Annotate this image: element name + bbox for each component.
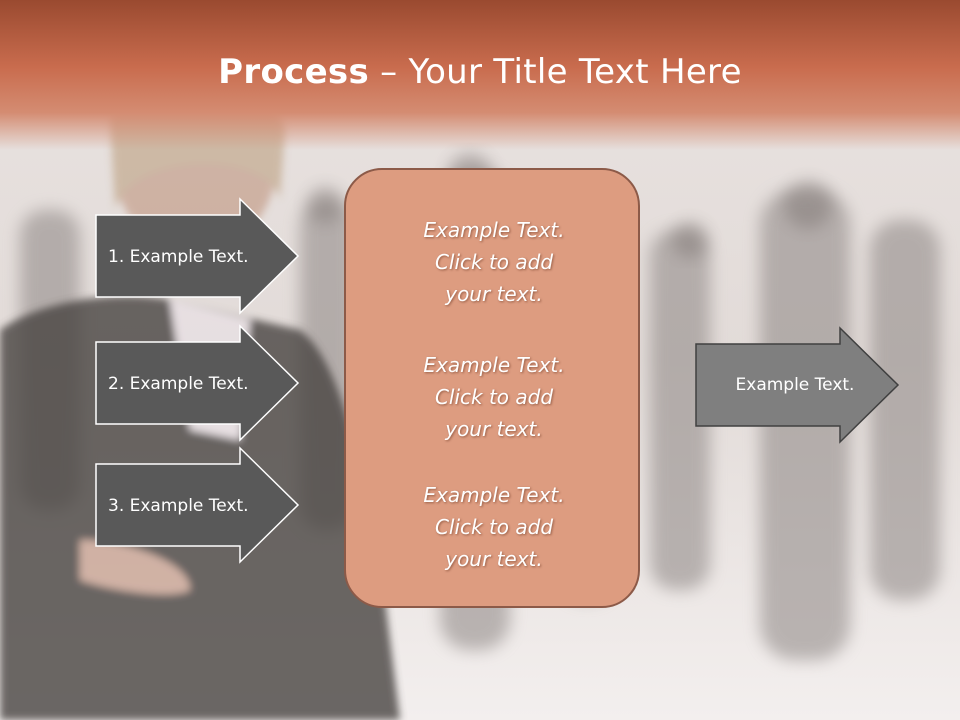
step-label-2: 2. Example Text. [108, 374, 249, 394]
center-paragraph-2: Example Text. Click to add your text. [346, 349, 642, 445]
slide-title[interactable]: Process – Your Title Text Here [0, 52, 960, 92]
step-arrow-1[interactable]: 1. Example Text. [95, 197, 300, 315]
paragraph-line: Example Text. [423, 483, 565, 507]
paragraph-line: your text. [445, 547, 543, 571]
paragraph-line: Click to add [434, 385, 554, 409]
center-paragraph-3: Example Text. Click to add your text. [346, 479, 642, 575]
output-label: Example Text. [736, 375, 855, 395]
center-text-box[interactable]: Example Text. Click to add your text. Ex… [344, 168, 640, 608]
center-paragraph-1: Example Text. Click to add your text. [346, 214, 642, 310]
paragraph-line: Click to add [434, 515, 554, 539]
step-arrow-3[interactable]: 3. Example Text. [95, 446, 300, 564]
paragraph-line: your text. [445, 417, 543, 441]
paragraph-line: your text. [445, 282, 543, 306]
title-bar [0, 0, 960, 150]
paragraph-line: Example Text. [423, 218, 565, 242]
title-rest: – Your Title Text Here [369, 52, 742, 92]
step-label-3: 3. Example Text. [108, 496, 249, 516]
title-bold: Process [218, 52, 370, 92]
paragraph-line: Example Text. [423, 353, 565, 377]
step-arrow-2[interactable]: 2. Example Text. [95, 324, 300, 442]
paragraph-line: Click to add [434, 250, 554, 274]
output-arrow[interactable]: Example Text. [695, 326, 900, 444]
step-label-1: 1. Example Text. [108, 247, 249, 267]
